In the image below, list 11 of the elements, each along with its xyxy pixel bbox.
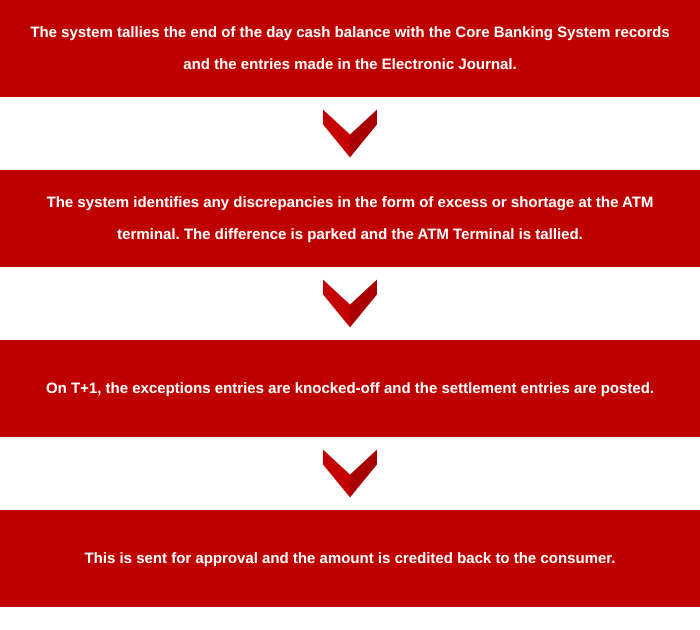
step-text: On T+1, the exceptions entries are knocked-off and the settlement entries are posted.	[46, 378, 654, 398]
step-box	[0, 510, 700, 607]
chevron-arrow	[323, 450, 377, 498]
chevron-arrow	[323, 280, 377, 328]
chevron-arrow	[323, 110, 377, 158]
step-text: The system tallies the end of the day cash balance with the Core Banking System records and the entries made in the Electronic Journal.	[29, 22, 671, 74]
step-box	[0, 340, 700, 437]
step-box	[0, 0, 700, 97]
step-text: The system identifies any discrepancies in the form of excess or shortage at the ATM terminal. The difference is parked and the ATM Terminal is tallied.	[46, 192, 654, 244]
step-box	[0, 170, 700, 267]
step-text: This is sent for approval and the amount is credited back to the consumer.	[84, 548, 616, 568]
